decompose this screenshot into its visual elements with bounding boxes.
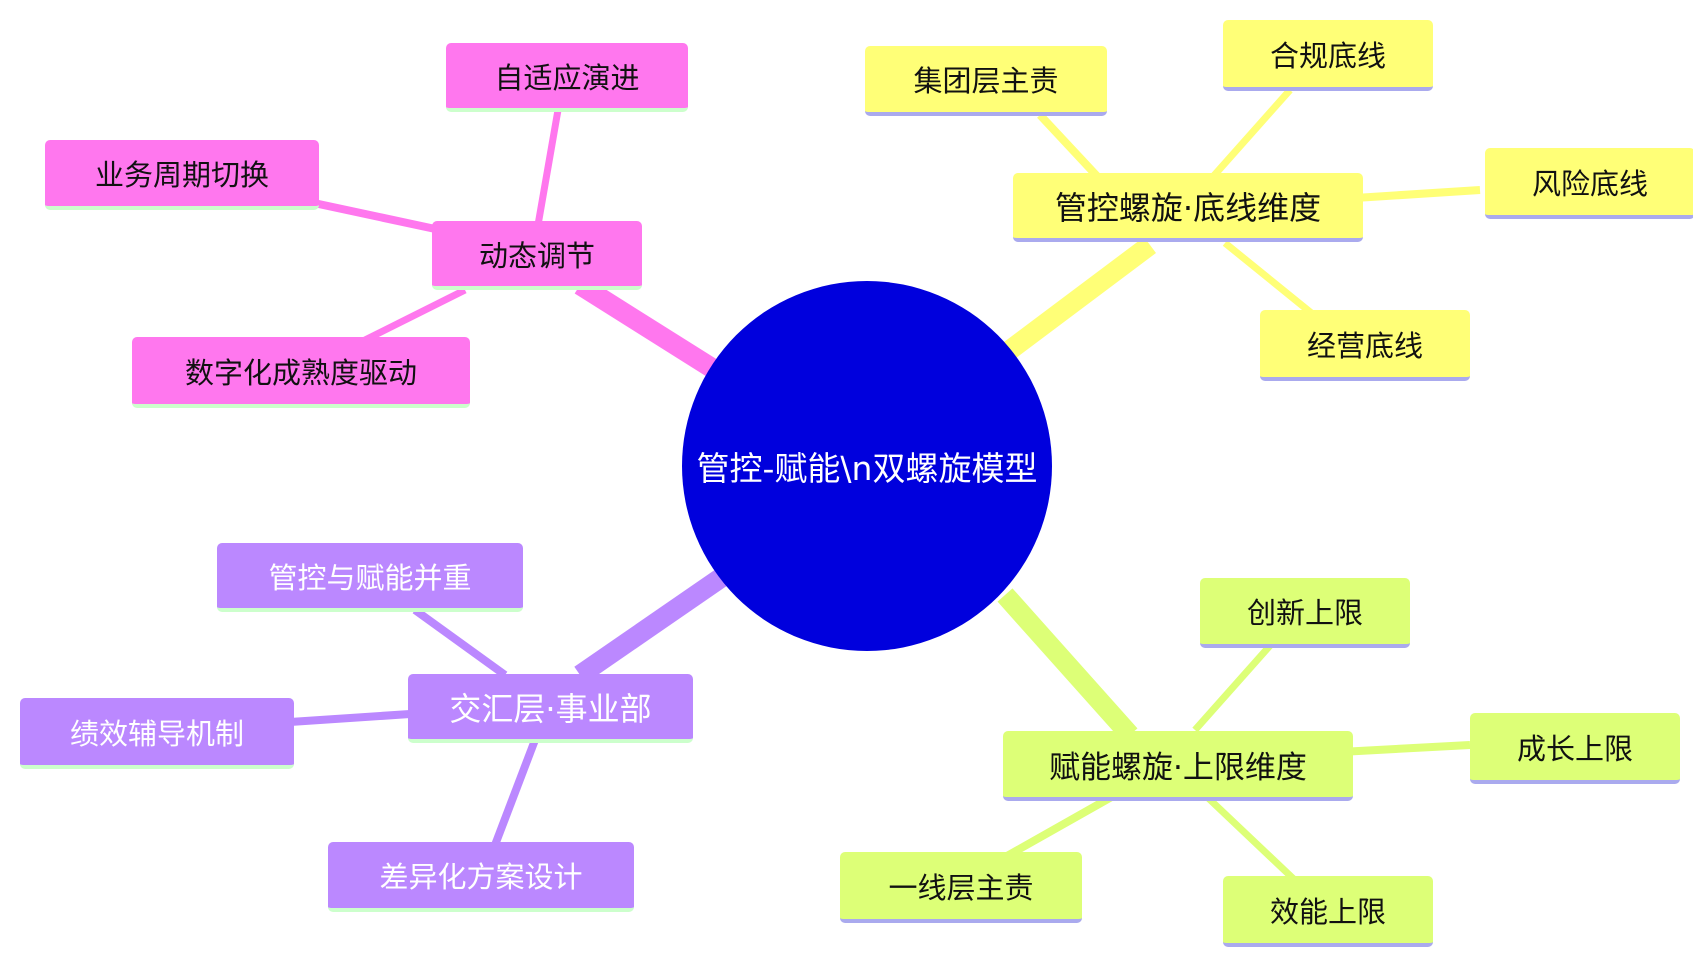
branch-junction-node[interactable]: 交汇层·事业部 — [408, 674, 693, 743]
center-label: 管控-赋能\n双螺旋模型 — [696, 449, 1038, 488]
branch-control-label: 管控螺旋·底线维度 — [1054, 188, 1322, 227]
leaf-frontline-responsibility[interactable]: 一线层主责 — [840, 852, 1082, 923]
branch-dynamic-label: 动态调节 — [478, 238, 595, 273]
link-junction-coaching — [289, 710, 411, 726]
leaf-risk-baseline[interactable]: 风险底线 — [1485, 148, 1693, 219]
link-empower-efficiency — [1202, 792, 1303, 888]
leaf-business-cycle[interactable]: 业务周期切换 — [45, 140, 319, 210]
leaf-frontline-responsibility-label: 一线层主责 — [888, 870, 1034, 905]
leaf-growth-ceiling-label: 成长上限 — [1516, 731, 1633, 766]
leaf-adaptive-evolution[interactable]: 自适应演进 — [446, 43, 688, 112]
leaf-performance-coaching[interactable]: 绩效辅导机制 — [20, 698, 294, 769]
link-junction-balance — [412, 606, 508, 679]
leaf-compliance-baseline[interactable]: 合规底线 — [1223, 20, 1433, 91]
link-control-operation — [1222, 240, 1323, 323]
leaf-innovation-ceiling[interactable]: 创新上限 — [1200, 578, 1410, 648]
leaf-operation-baseline-label: 经营底线 — [1306, 328, 1423, 363]
link-empower-innovation — [1192, 637, 1278, 733]
leaf-balance-control-empower[interactable]: 管控与赋能并重 — [217, 543, 523, 612]
link-control-compliance — [1207, 87, 1293, 183]
link-dynamic-digital — [363, 286, 467, 344]
branch-dynamic-node[interactable]: 动态调节 — [432, 221, 642, 290]
leaf-group-responsibility-label: 集团层主责 — [913, 64, 1059, 98]
leaf-differentiated-design[interactable]: 差异化方案设计 — [328, 842, 634, 912]
leaf-efficiency-ceiling[interactable]: 效能上限 — [1223, 876, 1433, 947]
branch-control-node[interactable]: 管控螺旋·底线维度 — [1013, 173, 1363, 242]
branch-empower-node[interactable]: 赋能螺旋·上限维度 — [1003, 731, 1353, 801]
leaf-operation-baseline[interactable]: 经营底线 — [1260, 310, 1470, 381]
link-empower-growth — [1339, 741, 1471, 756]
leaf-growth-ceiling[interactable]: 成长上限 — [1470, 713, 1680, 784]
link-junction-differentiation — [491, 738, 539, 847]
leaf-performance-coaching-label: 绩效辅导机制 — [69, 716, 244, 751]
link-dynamic-adaptive — [534, 109, 562, 226]
link-center-dynamic — [574, 276, 721, 379]
leaf-digital-maturity-label: 数字化成熟度驱动 — [184, 355, 417, 390]
link-dynamic-cycle — [299, 196, 441, 234]
link-center-empower — [997, 588, 1138, 742]
branch-junction-label: 交汇层·事业部 — [449, 689, 652, 728]
leaf-group-responsibility[interactable]: 集团层主责 — [865, 46, 1107, 116]
leaf-balance-control-empower-label: 管控与赋能并重 — [268, 560, 472, 595]
leaf-adaptive-evolution-label: 自适应演进 — [494, 60, 640, 95]
leaf-compliance-baseline-label: 合规底线 — [1269, 38, 1386, 73]
leaf-differentiated-design-label: 差异化方案设计 — [379, 860, 583, 894]
leaf-efficiency-ceiling-label: 效能上限 — [1269, 894, 1386, 929]
link-empower-frontline — [998, 791, 1117, 864]
link-center-junction — [574, 566, 731, 684]
link-center-control — [1004, 237, 1156, 358]
branch-empower-label: 赋能螺旋·上限维度 — [1049, 749, 1307, 786]
leaf-business-cycle-label: 业务周期切换 — [94, 158, 269, 192]
leaf-risk-baseline-label: 风险底线 — [1531, 166, 1648, 201]
link-control-risk — [1354, 186, 1481, 202]
leaf-digital-maturity[interactable]: 数字化成熟度驱动 — [132, 337, 470, 408]
leaf-innovation-ceiling-label: 创新上限 — [1246, 596, 1363, 630]
center-node[interactable]: 管控-赋能\n双螺旋模型 — [682, 281, 1052, 651]
